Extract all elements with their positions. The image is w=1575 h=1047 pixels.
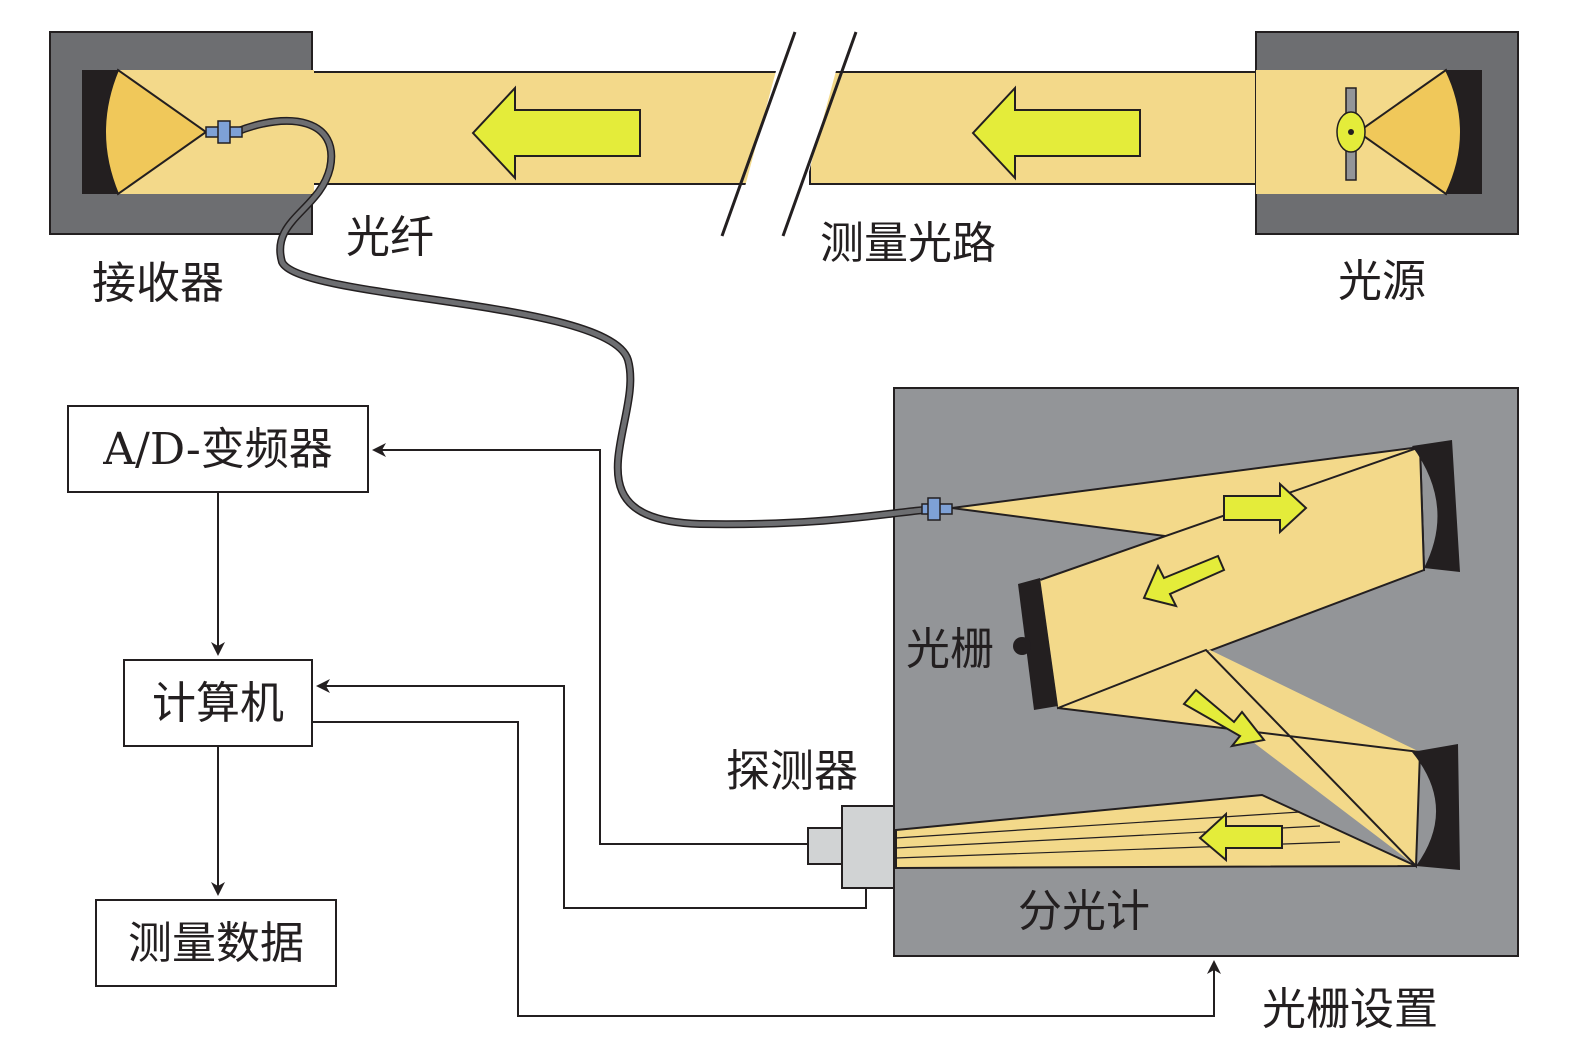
grating-element-icon	[1013, 578, 1058, 710]
measurement-data-label: 测量数据	[128, 918, 304, 969]
lamp-icon	[1336, 87, 1366, 181]
path-break-icon	[720, 31, 858, 237]
spectro-arrow-4-icon	[1198, 811, 1283, 863]
ad-converter-label: A/D-变频器	[102, 424, 333, 475]
spectro-arrow-1-icon	[1223, 481, 1308, 535]
light-source-housing	[1255, 31, 1519, 235]
grating-setup-label: 光栅设置	[1262, 984, 1438, 1035]
detector-label: 探测器	[726, 746, 858, 797]
grating-label: 光栅	[906, 624, 994, 675]
detector-icon	[807, 805, 895, 889]
light-source-label: 光源	[1338, 256, 1426, 307]
measurement-beam	[299, 71, 1271, 185]
spectrometer-label: 分光计	[1018, 886, 1150, 937]
beam-arrow-right-icon	[971, 85, 1141, 181]
signal-lines	[211, 443, 1221, 1017]
spectro-arrow-2-icon	[1142, 554, 1226, 608]
beam-arrow-left-icon	[471, 85, 641, 181]
spectro-arrow-3-icon	[1182, 688, 1266, 748]
fiber-connector-spectrometer-icon	[921, 497, 953, 521]
collimating-mirror-icon	[1412, 440, 1460, 572]
receiver-label: 接收器	[92, 258, 224, 309]
computer-label: 计算机	[152, 678, 284, 729]
receiver-housing	[49, 31, 314, 235]
fiber-connector-receiver-icon	[205, 120, 243, 144]
fiber-label: 光纤	[346, 212, 434, 263]
focusing-mirror-icon	[1412, 744, 1460, 870]
measurement-data-box	[95, 899, 337, 987]
measurement-path-label: 测量光路	[820, 218, 996, 269]
